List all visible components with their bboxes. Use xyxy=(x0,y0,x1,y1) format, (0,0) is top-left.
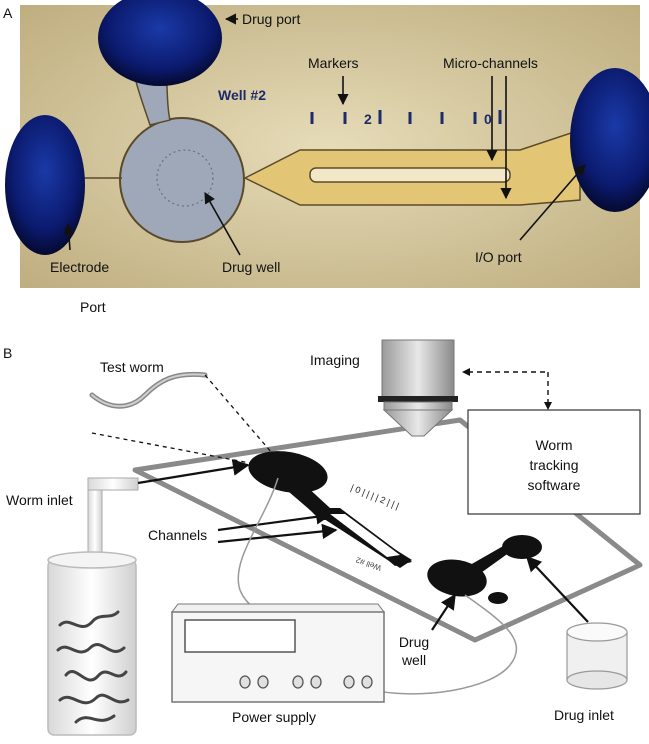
label-drug-port: Drug port xyxy=(242,11,300,27)
worm-inlet-tube xyxy=(87,477,139,571)
test-worm-zoom-lines xyxy=(91,374,279,464)
imaging-link-arrow-left xyxy=(462,368,470,376)
label-port: Port xyxy=(80,299,106,315)
worm-reservoir xyxy=(47,551,137,736)
io-port-tube xyxy=(570,68,649,212)
imaging-link-arrow-down xyxy=(544,402,552,410)
worm-tracking-software-box xyxy=(467,409,641,515)
drug-well-center xyxy=(156,149,214,207)
label-channels: Channels xyxy=(148,527,207,543)
inner-channel xyxy=(309,167,511,183)
label-drug-inlet: Drug inlet xyxy=(554,707,614,723)
microscope-objective xyxy=(378,339,458,437)
chip-inner-slot xyxy=(330,514,400,557)
worm-inlet-arrow xyxy=(137,459,250,485)
panel-a-letter: A xyxy=(3,5,13,21)
drug-well-arrow xyxy=(431,593,456,631)
electrode-port-tube xyxy=(5,115,85,255)
marker-number-0: 0 xyxy=(484,111,492,127)
label-markers: Markers xyxy=(308,55,359,71)
test-worm-highlight xyxy=(91,373,206,408)
label-test-worm: Test worm xyxy=(100,359,164,375)
marker-number-2: 2 xyxy=(364,111,372,127)
label-imaging: Imaging xyxy=(310,352,360,368)
chip-well-text: Well #2 xyxy=(218,87,266,103)
label-worm-inlet: Worm inlet xyxy=(6,492,73,508)
software-line-3: software xyxy=(528,477,581,493)
label-power-supply: Power supply xyxy=(232,709,316,725)
drug-inlet-cylinder xyxy=(566,622,628,690)
power-supply xyxy=(171,603,385,703)
label-drug-well: Drug well xyxy=(222,259,280,275)
label-electrode: Electrode xyxy=(50,259,109,275)
panel-b: B | 0 | | | | 2 | | | Well #2 Imaging xyxy=(3,339,643,736)
software-line-1: Worm xyxy=(535,437,572,453)
panel-b-letter: B xyxy=(3,345,12,361)
label-drug-well-b-1: Drug xyxy=(399,634,429,650)
software-line-2: tracking xyxy=(529,457,578,473)
drug-port-tube xyxy=(98,0,222,86)
label-drug-well-b-2: well xyxy=(401,652,426,668)
label-io-port: I/O port xyxy=(475,249,522,265)
label-micro-channels: Micro-channels xyxy=(443,55,538,71)
drug-well-circle xyxy=(119,117,245,243)
drug-inlet-arrow xyxy=(525,555,589,623)
imaging-software-link xyxy=(468,371,549,404)
panel-a: A Well #2 2 0 Drug xyxy=(3,0,649,315)
channels-arrows xyxy=(217,509,338,544)
reservoir-worms xyxy=(56,610,130,724)
marker-ticks xyxy=(310,110,502,124)
panel-a-arrows xyxy=(63,13,586,256)
